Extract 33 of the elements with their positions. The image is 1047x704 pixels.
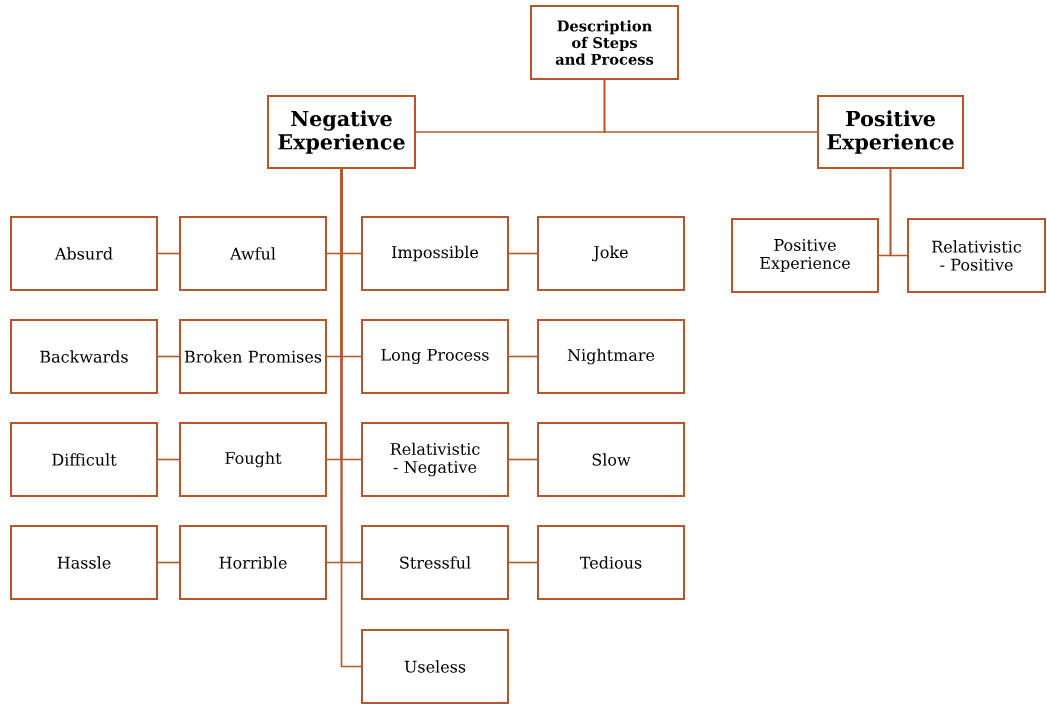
term-box: Nightmare — [537, 319, 685, 394]
term-box: Useless — [361, 629, 509, 704]
connector — [603, 79, 818, 133]
connector — [157, 252, 180, 255]
term-box: Backwards — [10, 319, 158, 394]
category-box: Negative Experience — [267, 95, 416, 169]
term-box: Horrible — [179, 525, 327, 600]
term-box: Tedious — [537, 525, 685, 600]
term-box: Broken Promises — [179, 319, 327, 394]
term-box: Relativistic - Positive — [907, 218, 1046, 293]
term-box: Joke — [537, 216, 685, 291]
connector — [508, 561, 538, 564]
term-box: Absurd — [10, 216, 158, 291]
term-box: Positive Experience — [731, 218, 879, 293]
connector — [340, 168, 362, 668]
heading-box: Description of Steps and Process — [530, 5, 679, 80]
term-box: Difficult — [10, 422, 158, 497]
connector — [157, 561, 180, 564]
term-box: Fought — [179, 422, 327, 497]
term-box: Slow — [537, 422, 685, 497]
connector — [157, 355, 180, 358]
connector — [508, 355, 538, 358]
term-box: Relativistic - Negative — [361, 422, 509, 497]
connector — [508, 252, 538, 255]
term-box: Long Process — [361, 319, 509, 394]
connector — [889, 168, 908, 257]
term-box: Hassle — [10, 525, 158, 600]
term-box: Impossible — [361, 216, 509, 291]
term-box: Stressful — [361, 525, 509, 600]
connector — [157, 458, 180, 461]
category-box: Positive Experience — [817, 95, 964, 169]
term-box: Awful — [179, 216, 327, 291]
connector — [508, 458, 538, 461]
